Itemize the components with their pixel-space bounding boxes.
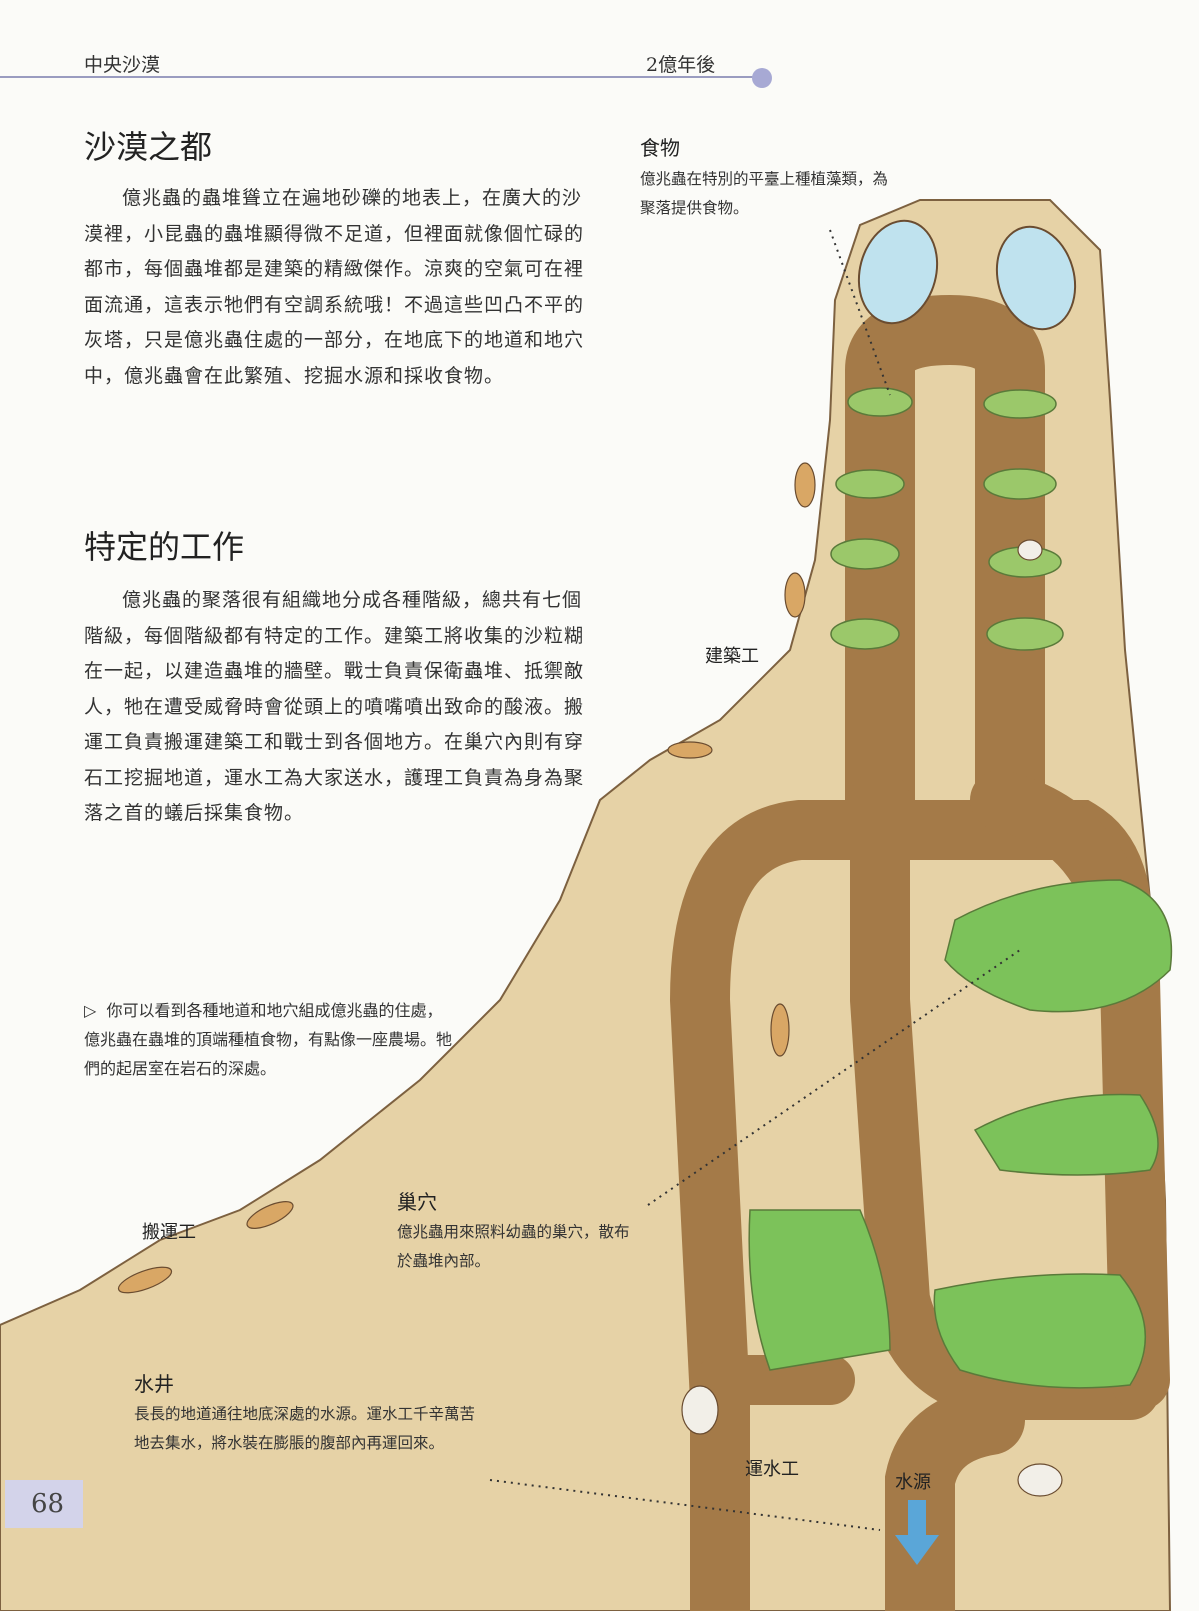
leader-lines (489, 229, 1021, 1531)
play-triangle-icon: ▷ (84, 1001, 97, 1020)
section-header: 中央沙漠 (84, 54, 161, 76)
article-body-desert-city: 億兆蟲的蟲堆聳立在遍地砂礫的地表上，在廣大的沙漠裡，小昆蟲的蟲堆顯得微不足道，但… (84, 187, 585, 387)
water-carrier-label: 運水工 (745, 1459, 799, 1480)
water-source-label: 水源 (895, 1472, 931, 1493)
water-tanks (857, 219, 1077, 331)
figure-caption: ▷ 你可以看到各種地道和地穴組成億兆蟲的住處，億兆蟲在蟲堆的頂端種植食物，有點像… (84, 996, 454, 1083)
termite-icons (117, 462, 1063, 1497)
header-dot (752, 68, 772, 88)
article-body-specific-jobs: 億兆蟲的聚落很有組織地分成各種階級，總共有七個階級，每個階級都有特定的工作。建築… (84, 589, 585, 824)
nest-chambers (748, 879, 1173, 1389)
algae-platforms (830, 387, 1064, 651)
well-label-title: 水井 (134, 1372, 174, 1396)
builder-label: 建築工 (705, 646, 759, 667)
nest-label-title: 巢穴 (397, 1190, 437, 1214)
nest-label-text: 億兆蟲用來照料幼蟲的巢穴，散布於蟲堆內部。 (397, 1223, 630, 1270)
food-label-title: 食物 (640, 136, 680, 160)
water-arrow-icon (895, 1500, 939, 1565)
page-number: 68 (5, 1480, 83, 1528)
food-label-text: 億兆蟲在特別的平臺上種植藻類，為聚落提供食物。 (640, 170, 889, 217)
carrier-label: 搬運工 (142, 1222, 196, 1243)
article-title-desert-city: 沙漠之都 (84, 128, 213, 166)
article-title-specific-jobs: 特定的工作 (84, 528, 245, 566)
caption-text: 你可以看到各種地道和地穴組成億兆蟲的住處，億兆蟲在蟲堆的頂端種植食物，有點像一座… (84, 1001, 453, 1078)
well-label-text: 長長的地道通往地底深處的水源。運水工千辛萬苦地去集水，將水裝在膨脹的腹部內再運回… (134, 1405, 476, 1452)
era-header: 2億年後 (646, 54, 716, 76)
header-divider (0, 76, 760, 78)
